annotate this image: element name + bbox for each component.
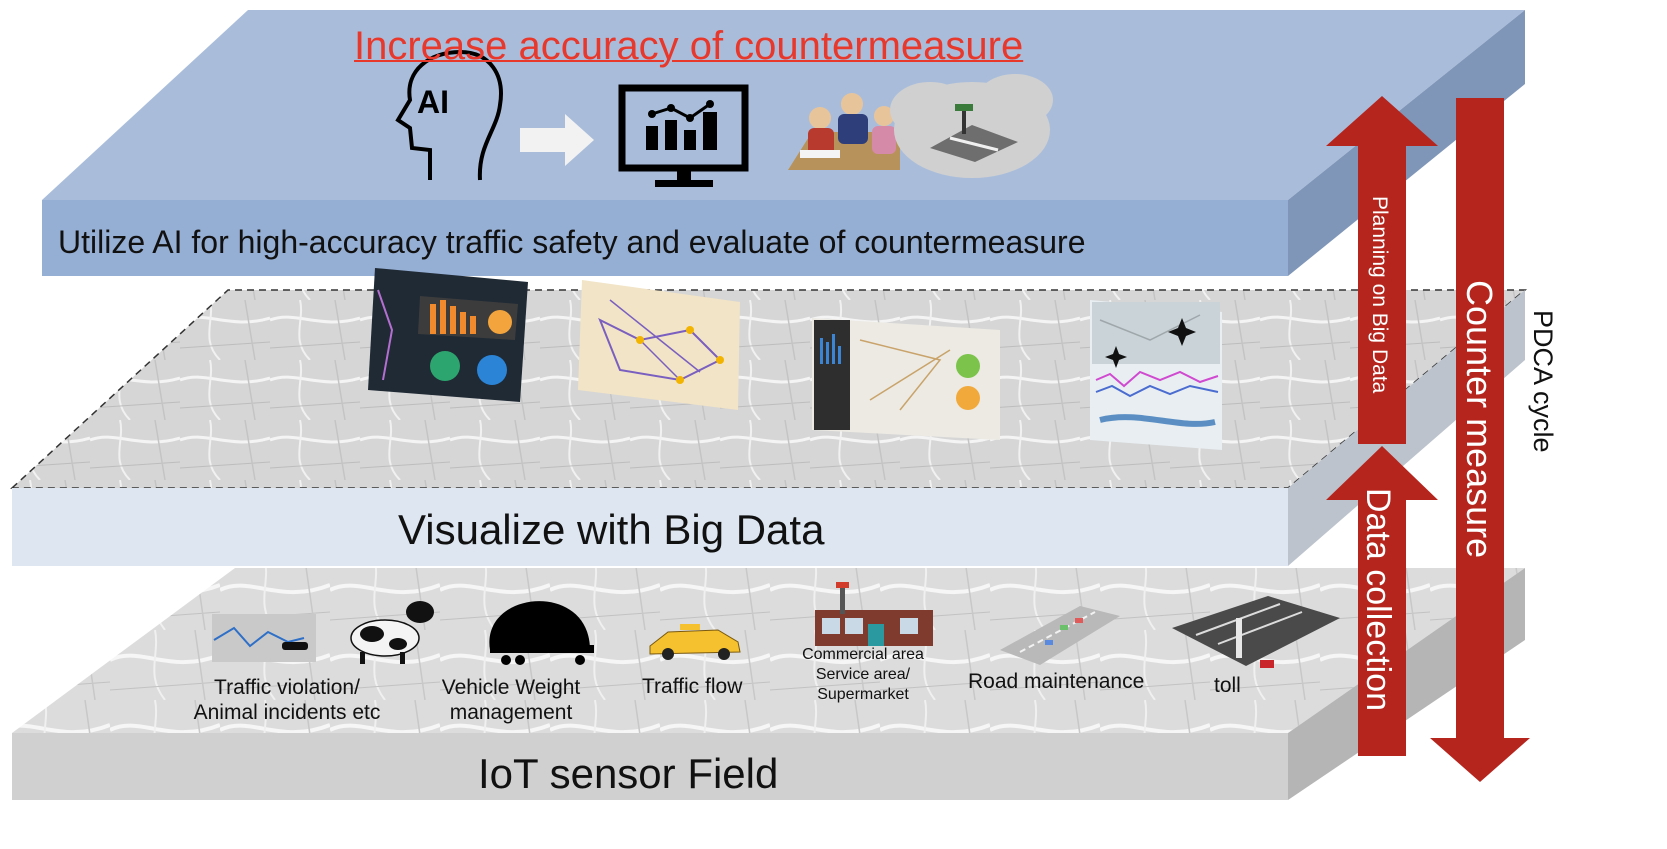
meeting-people-icon [788, 93, 900, 170]
iot-label-traffic-flow: Traffic flow [642, 675, 743, 698]
pdca-cycle-label: PDCA cycle [1528, 310, 1558, 453]
road-maintenance-icon [1000, 606, 1120, 665]
iot-label-line3: Supermarket [817, 686, 909, 703]
top-layer-face [42, 10, 1525, 200]
iot-label-traffic-violation: Traffic violation/ Animal incidents etc [180, 675, 394, 725]
middle-layer-caption: Visualize with Big Data [398, 506, 825, 553]
iot-label-line1: Traffic violation/ [214, 676, 360, 699]
arrow-right-icon [520, 114, 594, 166]
cow-icon [350, 601, 434, 664]
ai-head-icon [395, 49, 503, 181]
iot-label-toll: toll [1214, 674, 1241, 697]
counter-measure-label: Counter measure [1459, 280, 1500, 559]
dashboard-map-timeseries-screenshot [1090, 300, 1222, 450]
bottom-layer-caption: IoT sensor Field [478, 750, 779, 797]
counter-measure-arrow [1430, 98, 1530, 782]
iot-label-line2: management [449, 701, 573, 724]
dashboard-map-pie-screenshot [812, 318, 1000, 440]
data-collection-arrow [1326, 446, 1438, 756]
planning-on-big-data-label: Planning on Big Data [1368, 196, 1391, 394]
data-collection-label: Data collection [1359, 488, 1397, 712]
iot-label-vehicle-weight: Vehicle Weight management [428, 675, 594, 725]
iot-label-line1: Vehicle Weight [441, 676, 581, 699]
monitor-chart-icon [618, 84, 749, 187]
toll-gate-icon [1172, 596, 1340, 668]
iot-label-line2: Animal incidents etc [193, 701, 381, 724]
traffic-violation-chart-icon [212, 614, 316, 662]
iot-label-commercial-area: Commercial area Service area/ Supermarke… [788, 645, 938, 705]
middle-layer-front [12, 488, 1288, 566]
bottom-layer [12, 568, 1525, 800]
bottom-layer-front [12, 733, 1288, 800]
commercial-building-icon [815, 582, 933, 646]
ai-badge-text: AI [417, 84, 449, 120]
headline-increase-accuracy: Increase accuracy of countermeasure [354, 24, 1024, 68]
planning-on-big-data-arrow [1326, 96, 1438, 444]
intersection-thought-cloud-icon [890, 74, 1053, 178]
taxi-car-icon [649, 624, 741, 660]
top-layer-caption: Utilize AI for high-accuracy traffic saf… [58, 224, 1086, 260]
bottom-layer-face [12, 568, 1525, 733]
iot-label-road-maintenance: Road maintenance [968, 670, 1145, 693]
dashboard-bar-pie-screenshot [368, 268, 528, 402]
top-layer-front [42, 200, 1288, 276]
iot-label-line1: Commercial area [802, 646, 924, 663]
iot-label-line2: Service area/ [815, 666, 911, 683]
dashboard-network-map-screenshot [578, 280, 740, 410]
weighing-truck-icon [489, 601, 594, 665]
middle-layer-face [12, 290, 1525, 488]
